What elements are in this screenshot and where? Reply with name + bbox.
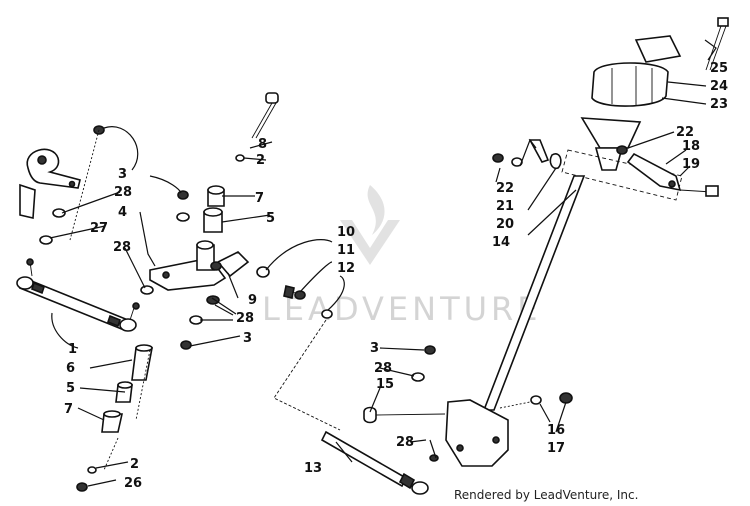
- callout-6: 6: [66, 361, 75, 376]
- callout-5-upper: 5: [266, 211, 275, 226]
- callout-13: 13: [304, 461, 322, 476]
- right-leaders: [335, 39, 717, 463]
- callout-27: 27: [90, 221, 108, 236]
- callout-24: 24: [710, 79, 728, 94]
- callout-25: 25: [710, 61, 728, 76]
- callout-15: 15: [376, 377, 394, 392]
- callout-28-right: 28: [374, 361, 392, 376]
- callout-11: 11: [337, 243, 355, 258]
- callout-2-lower: 2: [130, 457, 139, 472]
- callout-3-right: 3: [370, 341, 379, 356]
- callout-14: 14: [492, 235, 510, 250]
- callout-4: 4: [118, 205, 127, 220]
- callout-22-right: 22: [676, 125, 694, 140]
- right-assembly: [273, 17, 729, 495]
- callout-16: 16: [547, 423, 565, 438]
- callout-3-middle: 3: [243, 331, 252, 346]
- callout-12: 12: [337, 261, 355, 276]
- callout-26: 26: [124, 476, 142, 491]
- callout-10: 10: [337, 225, 355, 240]
- callout-3-left: 3: [118, 167, 127, 182]
- callout-28-upper-left: 28: [114, 185, 132, 200]
- left-assembly: [16, 92, 333, 492]
- callout-19: 19: [682, 157, 700, 172]
- callout-1: 1: [68, 342, 77, 357]
- callout-22-left: 22: [496, 181, 514, 196]
- callout-8: 8: [258, 137, 267, 152]
- callout-28-middle: 28: [236, 311, 254, 326]
- watermark-text: LEADVENTURE: [262, 290, 542, 328]
- callout-28-middle-left: 28: [113, 240, 131, 255]
- callout-18: 18: [682, 139, 700, 154]
- callout-labels: 1 2 2 3 3 3 4 5 5 6 7 7 8 9 10 11 12 13 …: [64, 61, 728, 491]
- left-leaders: [49, 126, 345, 487]
- callout-28-lower-right: 28: [396, 435, 414, 450]
- callout-2-upper: 2: [256, 153, 265, 168]
- leadventure-logo-icon: [340, 185, 400, 265]
- callout-7-lower: 7: [64, 402, 73, 417]
- callout-21: 21: [496, 199, 514, 214]
- credit-text: Rendered by LeadVenture, Inc.: [454, 488, 639, 502]
- callout-9: 9: [248, 293, 257, 308]
- callout-17: 17: [547, 441, 565, 456]
- callout-20: 20: [496, 217, 514, 232]
- callout-5-lower: 5: [66, 381, 75, 396]
- callout-7-upper: 7: [255, 191, 264, 206]
- callout-23: 23: [710, 97, 728, 112]
